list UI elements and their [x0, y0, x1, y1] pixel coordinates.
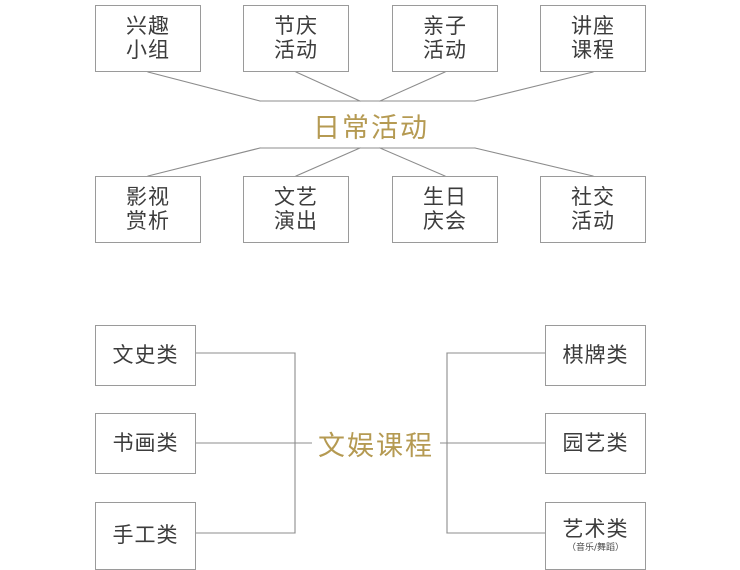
- connector-birthday-party: [379, 147, 446, 177]
- node-label-line1: 生日: [423, 184, 467, 209]
- node-festival-event[interactable]: 节庆 活动: [243, 5, 349, 72]
- node-label-line1: 节庆: [274, 13, 318, 38]
- node-art[interactable]: 艺术类 （音乐/舞蹈）: [545, 502, 646, 570]
- connector-interest-group: [147, 71, 261, 102]
- node-label-line2: 庆会: [423, 208, 467, 233]
- hub-label-daily-activities: 日常活动: [307, 106, 435, 145]
- node-label-line1: 亲子: [423, 13, 467, 38]
- node-label-line1: 社交: [571, 184, 615, 209]
- connector-lecture-course: [474, 71, 594, 102]
- node-label-line1: 艺术类: [562, 516, 629, 541]
- connector-social-activity: [474, 147, 594, 177]
- node-label-line2: 活动: [571, 208, 615, 233]
- node-literature-history[interactable]: 文史类: [95, 325, 196, 386]
- node-arts-performance[interactable]: 文艺 演出: [243, 176, 349, 243]
- node-social-activity[interactable]: 社交 活动: [540, 176, 646, 243]
- hub-label-entertainment-courses: 文娱课程: [312, 424, 440, 463]
- node-label-line1: 书画类: [112, 430, 179, 455]
- node-label-line2: 活动: [274, 37, 318, 62]
- node-label-line2: 活动: [423, 37, 467, 62]
- node-handicraft[interactable]: 手工类: [95, 502, 196, 570]
- node-lecture-course[interactable]: 讲座 课程: [540, 5, 646, 72]
- node-label-line1: 手工类: [112, 523, 179, 548]
- node-label-line2: 课程: [571, 37, 615, 62]
- node-birthday-party[interactable]: 生日 庆会: [392, 176, 498, 243]
- node-label-subtitle: （音乐/舞蹈）: [566, 543, 625, 554]
- connector-film-appreciation: [147, 147, 261, 177]
- node-chess-cards[interactable]: 棋牌类: [545, 325, 646, 386]
- connector-arts-performance: [295, 147, 361, 177]
- node-parent-child[interactable]: 亲子 活动: [392, 5, 498, 72]
- node-label-line1: 园艺类: [562, 430, 629, 455]
- connector-festival-event: [295, 71, 361, 102]
- node-label-line2: 小组: [126, 37, 170, 62]
- node-label-line1: 讲座: [571, 13, 615, 38]
- node-label-line2: 赏析: [126, 208, 170, 233]
- node-label-line1: 兴趣: [126, 13, 170, 38]
- node-label-line1: 棋牌类: [562, 342, 629, 367]
- node-label-line1: 文艺: [274, 184, 318, 209]
- node-film-appreciation[interactable]: 影视 赏析: [95, 176, 201, 243]
- node-interest-group[interactable]: 兴趣 小组: [95, 5, 201, 72]
- connector-parent-child: [379, 71, 446, 102]
- node-calligraphy-painting[interactable]: 书画类: [95, 413, 196, 474]
- node-label-line1: 影视: [126, 184, 170, 209]
- node-gardening[interactable]: 园艺类: [545, 413, 646, 474]
- node-label-line1: 文史类: [112, 342, 179, 367]
- node-label-line2: 演出: [274, 208, 318, 233]
